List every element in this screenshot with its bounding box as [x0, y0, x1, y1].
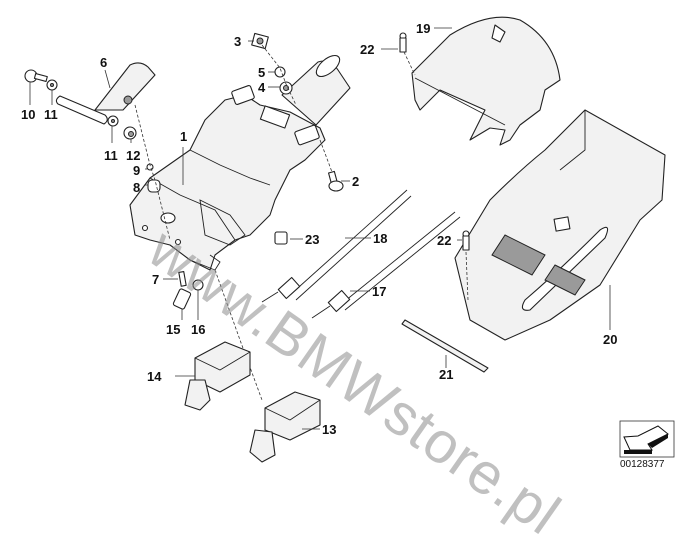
callout-13[interactable]: 13 [322, 422, 337, 437]
steering-column-bracket[interactable] [129, 85, 326, 271]
leader-lines [29, 27, 611, 430]
washer-11b[interactable] [107, 115, 119, 127]
nut-12[interactable] [123, 126, 137, 140]
callout-9[interactable]: 9 [133, 163, 141, 178]
bolt-15[interactable] [172, 288, 192, 310]
callout-22b[interactable]: 22 [437, 233, 452, 248]
bolt-2[interactable] [327, 170, 344, 192]
callout-7[interactable]: 7 [152, 272, 160, 287]
callout-22a[interactable]: 22 [360, 42, 375, 57]
bolt-10[interactable] [24, 69, 48, 83]
callout-15[interactable]: 15 [166, 322, 181, 337]
callout-11b[interactable]: 11 [104, 148, 118, 163]
callout-23[interactable]: 23 [305, 232, 320, 247]
callout-18[interactable]: 18 [373, 231, 388, 246]
bushing-8[interactable] [147, 179, 161, 193]
bracket-6[interactable] [55, 62, 156, 125]
callout-20[interactable]: 20 [603, 332, 618, 347]
callout-21[interactable]: 21 [439, 367, 454, 382]
callout-19[interactable]: 19 [416, 21, 431, 36]
callout-8[interactable]: 8 [133, 180, 141, 195]
flexible-shaft-18[interactable] [261, 189, 412, 303]
expanding-rivet-22a[interactable] [399, 32, 407, 53]
vent-grid-1 [491, 234, 586, 296]
steering-column-tube[interactable] [281, 52, 351, 126]
flexible-shaft-17[interactable] [311, 211, 461, 319]
callout-6[interactable]: 6 [100, 55, 108, 70]
callout-1[interactable]: 1 [180, 129, 188, 144]
callout-16[interactable]: 16 [191, 322, 206, 337]
adjustment-motor-14[interactable] [184, 341, 251, 411]
callout-14[interactable]: 14 [147, 369, 162, 384]
strip-21[interactable] [401, 319, 489, 373]
washer-11a[interactable] [46, 79, 58, 91]
clip-nut-3[interactable] [251, 32, 269, 50]
expanding-rivet-22b[interactable] [462, 230, 470, 251]
callout-4[interactable]: 4 [258, 80, 266, 95]
upper-column-trim-19[interactable] [411, 16, 561, 146]
diagram-drawing [24, 16, 675, 463]
callout-2[interactable]: 2 [352, 174, 360, 189]
adjustment-motor-13[interactable] [249, 391, 321, 463]
lower-column-trim-20[interactable] [454, 109, 666, 341]
nut-4[interactable] [279, 81, 293, 95]
callout-11a[interactable]: 11 [44, 107, 58, 122]
callout-10[interactable]: 10 [21, 107, 36, 122]
direction-arrow-icon [619, 420, 675, 458]
reference-number: 00128377 [620, 459, 665, 470]
callout-12[interactable]: 12 [126, 148, 141, 163]
screw-7[interactable] [178, 271, 187, 287]
parts-diagram: www.BMWstore.pl 1 2 3 4 5 6 7 8 9 10 11 … [21, 16, 675, 548]
cap-23[interactable] [274, 231, 288, 245]
callout-5[interactable]: 5 [258, 65, 266, 80]
callout-3[interactable]: 3 [234, 34, 242, 49]
cap-5[interactable] [274, 66, 286, 78]
callout-17[interactable]: 17 [372, 284, 387, 299]
